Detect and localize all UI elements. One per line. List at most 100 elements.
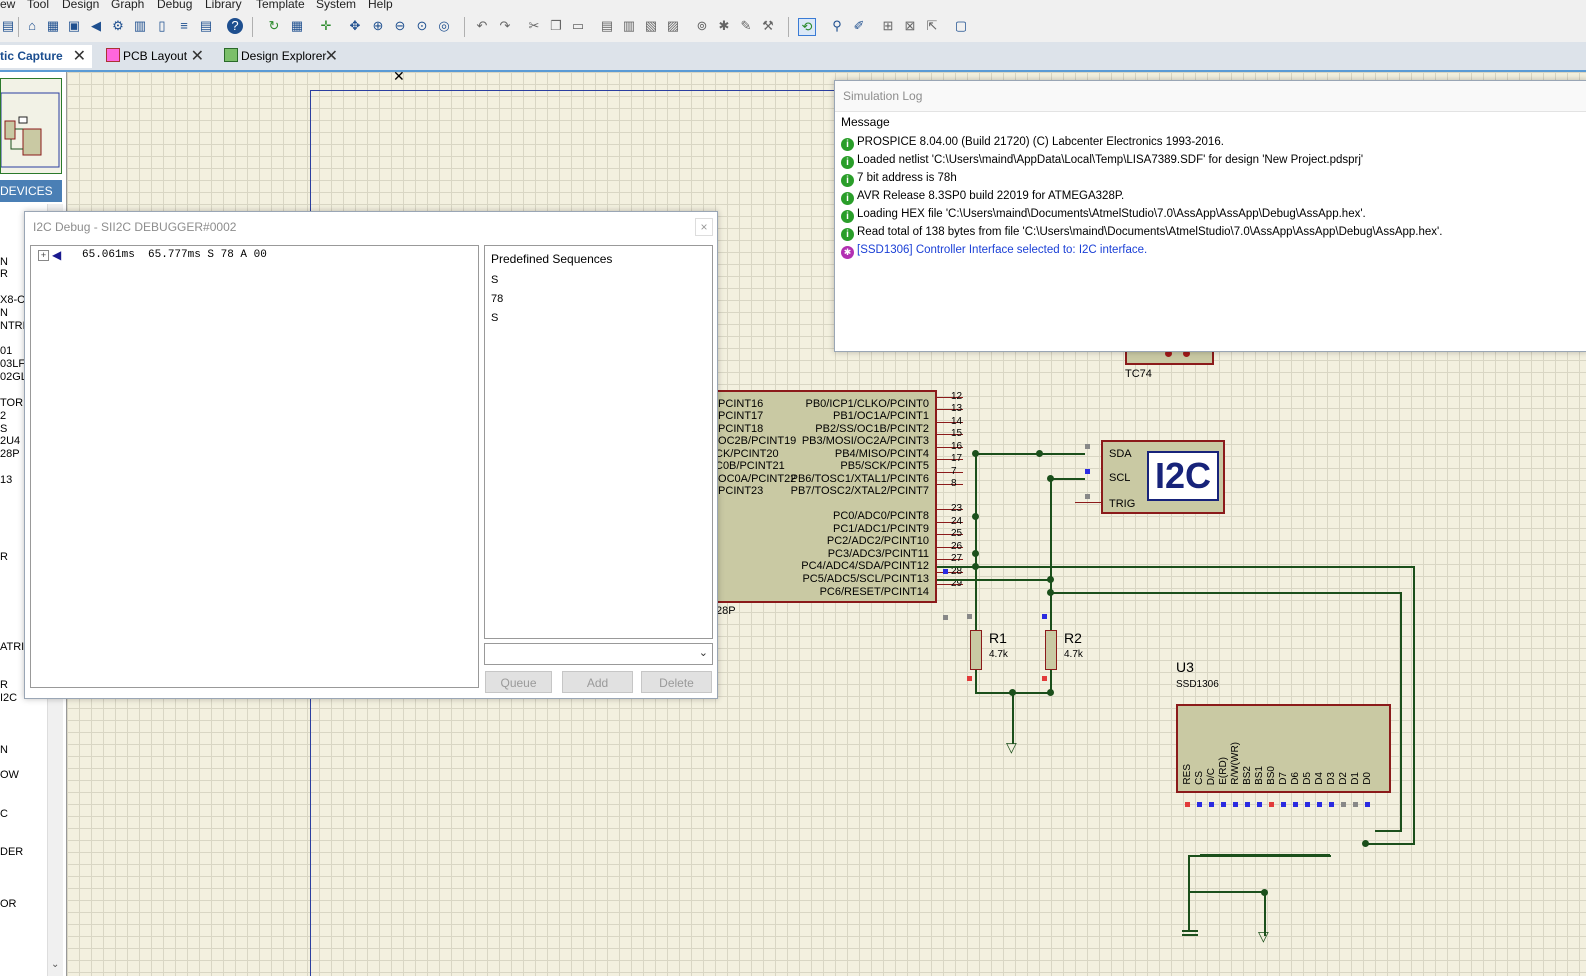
- pick-device-icon[interactable]: ⊚: [696, 18, 708, 33]
- device-item[interactable]: 2: [0, 410, 7, 422]
- device-item[interactable]: 03LF: [0, 358, 26, 370]
- cut-icon[interactable]: ✂: [528, 18, 540, 33]
- undo-icon[interactable]: ↶: [476, 18, 488, 33]
- sequence-item[interactable]: 78: [491, 293, 504, 305]
- predefined-sequences-panel[interactable]: Predefined Sequences S 78 S: [484, 245, 713, 639]
- block-rotate-icon[interactable]: ▧: [644, 18, 658, 33]
- menu-debug[interactable]: Debug: [157, 0, 193, 11]
- i2c-transaction-list[interactable]: + ◀ 65.061ms 65.777ms S 78 A 00: [30, 245, 479, 688]
- block-copy-icon[interactable]: ▤: [600, 18, 614, 33]
- tab-pcb-layout[interactable]: PCB Layout ✕: [100, 45, 210, 68]
- block-delete-icon[interactable]: ▨: [666, 18, 680, 33]
- tab-design-explorer[interactable]: Design Explorer ✕: [218, 45, 344, 68]
- make-device-icon[interactable]: ✱: [718, 18, 730, 33]
- menu-library[interactable]: Library: [205, 0, 242, 11]
- zoom-in-icon[interactable]: ⊕: [372, 18, 384, 33]
- menu-help[interactable]: Help: [368, 0, 393, 11]
- device-item[interactable]: R: [0, 268, 8, 280]
- remove-sheet-icon[interactable]: ⊠: [904, 18, 916, 33]
- device-item[interactable]: N: [0, 307, 8, 319]
- electrical-rule-check-icon[interactable]: ▢: [954, 18, 968, 33]
- i2c-debug-window[interactable]: I2C Debug - SII2C DEBUGGER#0002 × + ◀ 65…: [24, 211, 718, 699]
- decompose-icon[interactable]: ⚒: [762, 18, 774, 33]
- zoom-out-icon[interactable]: ⊖: [394, 18, 406, 33]
- queue-button[interactable]: Queue: [485, 671, 552, 693]
- device-item[interactable]: OR: [0, 898, 17, 910]
- device-item[interactable]: S: [0, 423, 8, 435]
- help-icon[interactable]: ?: [227, 18, 243, 34]
- device-item[interactable]: NTRL: [0, 320, 29, 332]
- device-item[interactable]: C: [0, 808, 8, 820]
- scroll-down-icon[interactable]: ⌄: [51, 959, 60, 970]
- device-item[interactable]: 2U4: [0, 435, 21, 447]
- add-button[interactable]: Add: [562, 671, 633, 693]
- atmega328p-chip[interactable]: /PCINT16 /PCINT17 /PCINT18 /OC2B/PCINT19…: [715, 390, 937, 603]
- refresh-icon[interactable]: ↻: [268, 18, 280, 33]
- sequence-combobox[interactable]: ⌄: [484, 643, 713, 665]
- menu-system[interactable]: System: [316, 0, 357, 11]
- close-icon[interactable]: ✕: [324, 48, 338, 65]
- chip-icon[interactable]: ▣: [67, 18, 81, 33]
- device-item[interactable]: I2C: [0, 692, 18, 704]
- resistor-r2[interactable]: [1045, 630, 1057, 670]
- device-item[interactable]: X8-C: [0, 294, 26, 306]
- home-icon[interactable]: ⌂: [28, 18, 36, 33]
- i2c-transaction-row[interactable]: 65.061ms 65.777ms S 78 A 00: [82, 249, 267, 261]
- overview-window[interactable]: [0, 78, 62, 174]
- origin-icon[interactable]: ✛: [320, 18, 332, 33]
- device-item[interactable]: 13: [0, 474, 13, 486]
- exit-parent-icon[interactable]: ⇱: [926, 18, 938, 33]
- new-sheet-icon[interactable]: ⊞: [882, 18, 894, 33]
- packaging-tool-icon[interactable]: ✎: [740, 18, 752, 33]
- device-item[interactable]: DER: [0, 846, 24, 858]
- zoom-area-icon[interactable]: ◎: [438, 18, 450, 33]
- log-row[interactable]: ✱[SSD1306] Controller Interface selected…: [841, 241, 1147, 259]
- resistor-r1[interactable]: [970, 630, 982, 670]
- grid-icon[interactable]: ▦: [290, 18, 304, 33]
- pan-icon[interactable]: ✥: [349, 18, 361, 33]
- copy-icon[interactable]: ❐: [550, 18, 562, 33]
- device-item[interactable]: N: [0, 744, 8, 756]
- device-item[interactable]: 28P: [0, 448, 20, 460]
- schematic-icon[interactable]: ▦: [46, 18, 60, 33]
- search-icon[interactable]: ⚲: [832, 18, 842, 33]
- close-icon[interactable]: ✕: [72, 48, 86, 65]
- bom-icon[interactable]: ≡: [180, 18, 188, 33]
- property-tool-icon[interactable]: ✐: [853, 18, 865, 33]
- menu-tool[interactable]: Tool: [27, 0, 50, 11]
- close-icon[interactable]: ×: [695, 218, 713, 236]
- gear-icon[interactable]: ⚙: [112, 18, 124, 33]
- paste-icon[interactable]: ▭: [571, 18, 585, 33]
- sequence-item[interactable]: S: [491, 312, 499, 324]
- menu-graph[interactable]: Graph: [111, 0, 145, 11]
- delete-button[interactable]: Delete: [641, 671, 712, 693]
- device-item[interactable]: R: [0, 551, 8, 563]
- device-item[interactable]: OW: [0, 769, 19, 781]
- tab-schematic-capture[interactable]: tic Capture ✕: [0, 45, 92, 68]
- close-icon[interactable]: ✕: [190, 48, 204, 65]
- device-item[interactable]: 02GL: [0, 371, 27, 383]
- device-item[interactable]: TOR: [0, 397, 24, 409]
- menu-design[interactable]: Design: [62, 0, 100, 11]
- document-icon[interactable]: ▯: [158, 18, 166, 33]
- ssd1306-display[interactable]: RES CS D/C E(RD) R/W(WR) BS2 BS1 BS0 D7 …: [1176, 704, 1391, 793]
- chevron-down-icon[interactable]: ⌄: [698, 647, 708, 659]
- device-item[interactable]: 01: [0, 345, 13, 357]
- board-icon[interactable]: ▥: [133, 18, 147, 33]
- notes-icon[interactable]: ▤: [199, 18, 213, 33]
- expand-icon[interactable]: +: [38, 250, 49, 261]
- sequence-item[interactable]: S: [491, 274, 499, 286]
- wire-autorouter-icon[interactable]: ⟲: [798, 18, 816, 36]
- arrow-left-icon[interactable]: ◀: [91, 18, 101, 33]
- zoom-all-icon[interactable]: ⊙: [416, 18, 428, 33]
- redo-icon[interactable]: ↷: [499, 18, 511, 33]
- tc74-sensor[interactable]: [1125, 348, 1214, 365]
